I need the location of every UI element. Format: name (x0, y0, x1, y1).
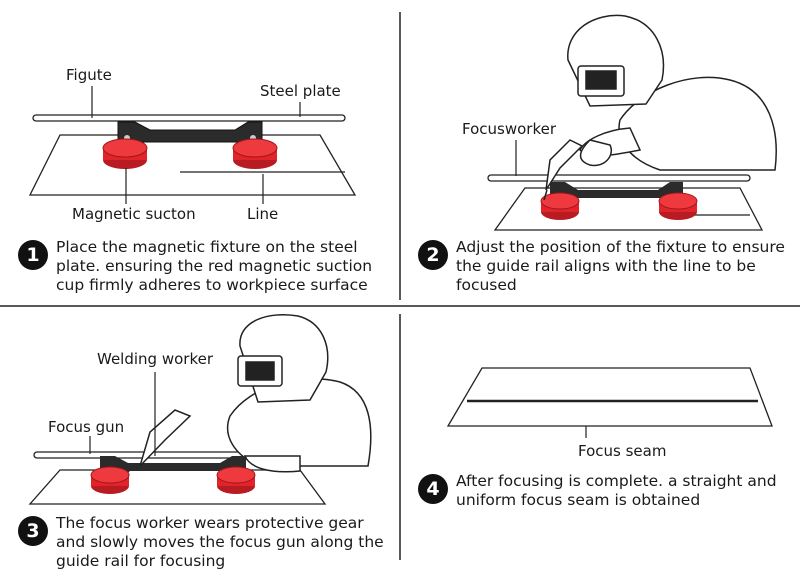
magnet-right (232, 138, 278, 169)
step-4: 4 After focusing is complete. a straight… (418, 472, 788, 510)
step-description: Adjust the position of the fixture to en… (456, 238, 785, 294)
step-description: The focus worker wears protective gear a… (56, 514, 384, 570)
label-focus-worker: Focusworker (462, 120, 556, 138)
fixture-on-plate-illustration (28, 86, 357, 204)
label-line: Line (247, 205, 279, 223)
step-description: Place the magnetic fixture on the steel … (56, 238, 373, 294)
label-figute: Figute (66, 66, 112, 84)
worker-figure (226, 314, 372, 473)
step-2: 2 Adjust the position of the fixture to … (418, 238, 790, 295)
step-3: 3 The focus worker wears protective gear… (18, 514, 388, 571)
step-number-badge: 3 (18, 516, 48, 546)
label-magnetic-suction: Magnetic sucton (72, 205, 196, 223)
finished-seam-illustration (446, 367, 773, 438)
step-number-badge: 4 (418, 474, 448, 504)
step-description: After focusing is complete. a straight a… (456, 472, 777, 509)
finished-plate (446, 367, 773, 427)
guide-rail (32, 114, 346, 122)
step-number-badge: 2 (418, 240, 448, 270)
label-focus-gun: Focus gun (48, 418, 125, 436)
focusing-illustration (28, 314, 372, 505)
label-steel-plate: Steel plate (260, 82, 341, 100)
panel-step-3: Welding worker Focus gun 3 The focus wor… (0, 306, 400, 574)
magnet-left (102, 138, 148, 169)
label-focus-seam: Focus seam (578, 442, 667, 460)
step-1: 1 Place the magnetic fixture on the stee… (18, 238, 388, 295)
panel-step-4: Focus seam 4 After focusing is complete.… (400, 306, 800, 574)
panel-step-2: Focusworker 2 Adjust the position of the… (400, 0, 800, 306)
worker-figure (567, 14, 777, 171)
adjust-fixture-illustration (487, 14, 777, 231)
steel-plate-shape (28, 134, 357, 196)
panel-step-1: Figute Steel plate Magnetic sucton Line … (0, 0, 400, 306)
label-welding-worker: Welding worker (97, 350, 213, 368)
step-number-badge: 1 (18, 240, 48, 270)
